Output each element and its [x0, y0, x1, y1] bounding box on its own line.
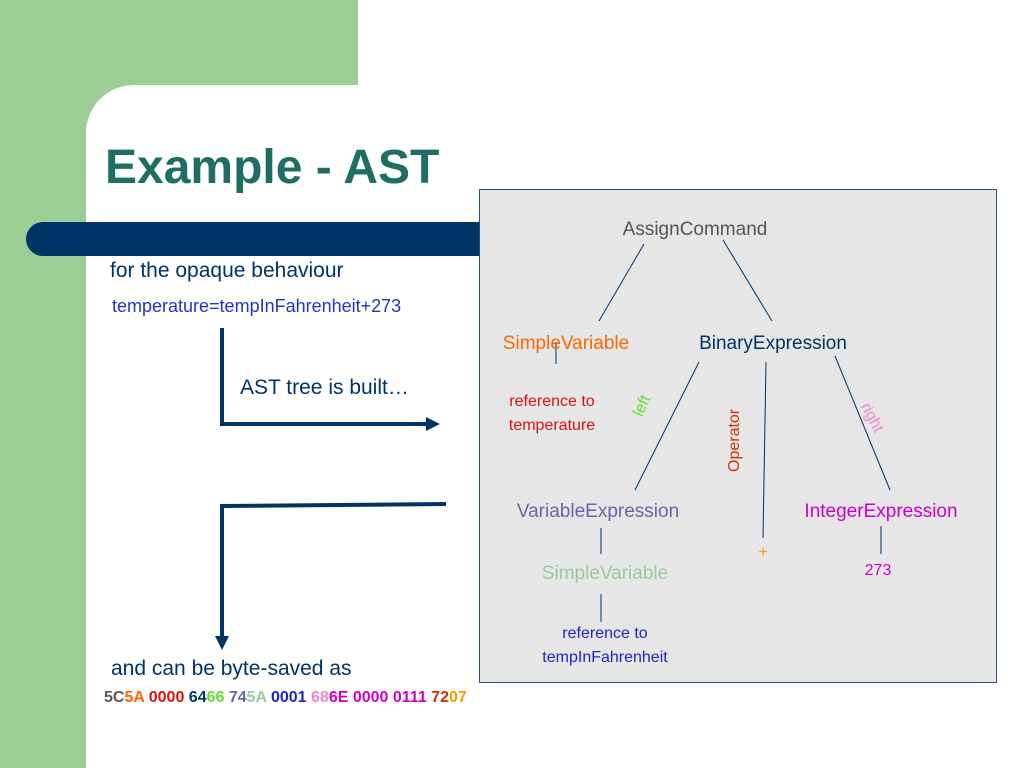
edge-right	[834, 355, 891, 491]
code-line: temperature=tempInFahrenheit+273	[112, 296, 402, 316]
tree-edges	[555, 239, 891, 622]
node-reference-temperature: reference to temperature	[508, 393, 596, 434]
node-binary-expression: BinaryExpression	[699, 333, 847, 354]
edge-operator	[762, 361, 767, 539]
edge-root-binaryexpression	[722, 239, 773, 322]
edge-root-simplevariable	[598, 243, 645, 322]
byte-segment: 07	[448, 689, 467, 706]
byte-segment: 68	[306, 689, 329, 706]
node-variable-expression: VariableExpression	[516, 501, 680, 522]
byte-segment: 0000	[144, 689, 185, 706]
slide-top-strip	[358, 0, 1024, 85]
title-bar	[26, 222, 486, 256]
node-simple-variable: SimpleVariable	[502, 333, 630, 354]
ast-diagram-panel: AssignCommand SimpleVariable BinaryExpre…	[479, 189, 997, 683]
edge-left	[634, 361, 700, 491]
node-reference-fahrenheit: reference to tempInFahrenheit	[542, 625, 668, 666]
node-integer-value: 273	[864, 562, 892, 579]
byte-segment: 66	[206, 689, 225, 706]
byte-segment: 0000	[348, 689, 389, 706]
byte-segment: 74	[224, 689, 247, 706]
node-simple-variable-2: SimpleVariable	[541, 563, 669, 584]
byte-segment: 72	[426, 689, 449, 706]
byte-segment: 5A	[124, 689, 145, 706]
subtitle: for the opaque behaviour	[110, 259, 344, 282]
saved-caption: and can be byte-saved as	[111, 657, 352, 680]
node-plus-operator: +	[758, 544, 768, 561]
byte-segment: 5C	[104, 689, 125, 706]
node-integer-expression: IntegerExpression	[804, 501, 958, 522]
byte-segment: 5A	[246, 689, 267, 706]
byte-segment: 0111	[388, 689, 427, 706]
byte-segment: 64	[184, 689, 207, 706]
byte-segment: 6E	[328, 689, 349, 706]
byte-sequence: 5C5A 0000 6466 745A 0001 686E 0000 0111 …	[104, 689, 467, 707]
node-assign-command: AssignCommand	[622, 219, 768, 240]
built-caption: AST tree is built…	[240, 376, 409, 399]
byte-segment: 0001	[266, 689, 307, 706]
page-title: Example - AST	[105, 141, 440, 194]
edge-label-operator: Operator	[726, 408, 743, 472]
